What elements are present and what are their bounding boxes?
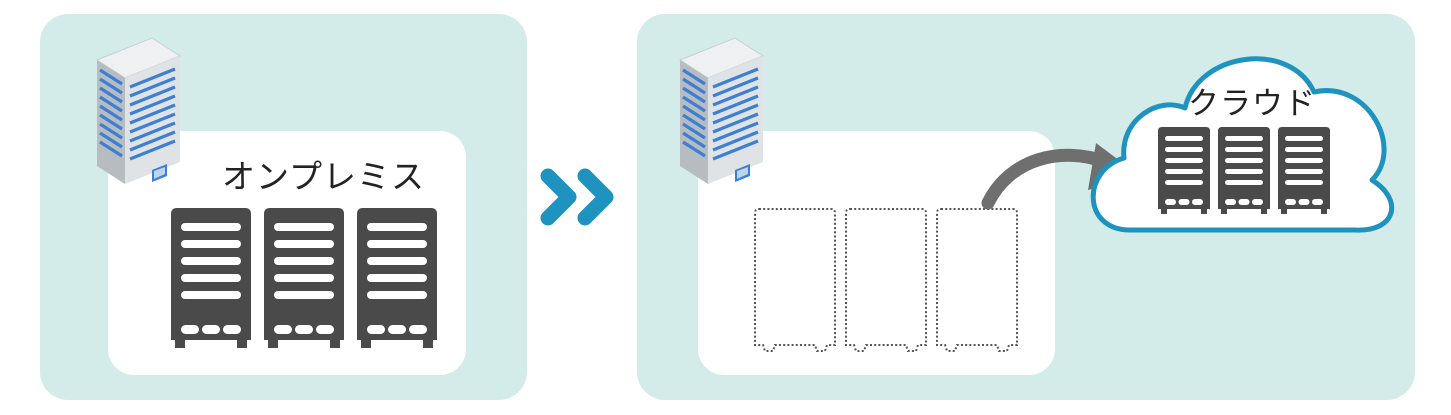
onpremise-label: オンプレミス [222, 157, 426, 196]
server-rack-icon [357, 208, 437, 348]
server-rack-icon [171, 208, 251, 348]
office-building-icon [678, 36, 765, 186]
double-chevron-right-icon [540, 168, 614, 226]
office-building-icon [95, 36, 182, 186]
removed-server-outline [754, 208, 836, 352]
removed-server-outline [845, 208, 927, 352]
emptied-datacenter-box [698, 131, 1055, 375]
server-rack-icon [264, 208, 344, 348]
cloud-label: クラウド [1188, 86, 1316, 122]
cloud-server-rack-icon [1218, 127, 1270, 214]
removed-server-outline [936, 208, 1018, 352]
cloud-server-rack-icon [1158, 127, 1210, 214]
cloud-server-rack-icon [1278, 127, 1330, 214]
